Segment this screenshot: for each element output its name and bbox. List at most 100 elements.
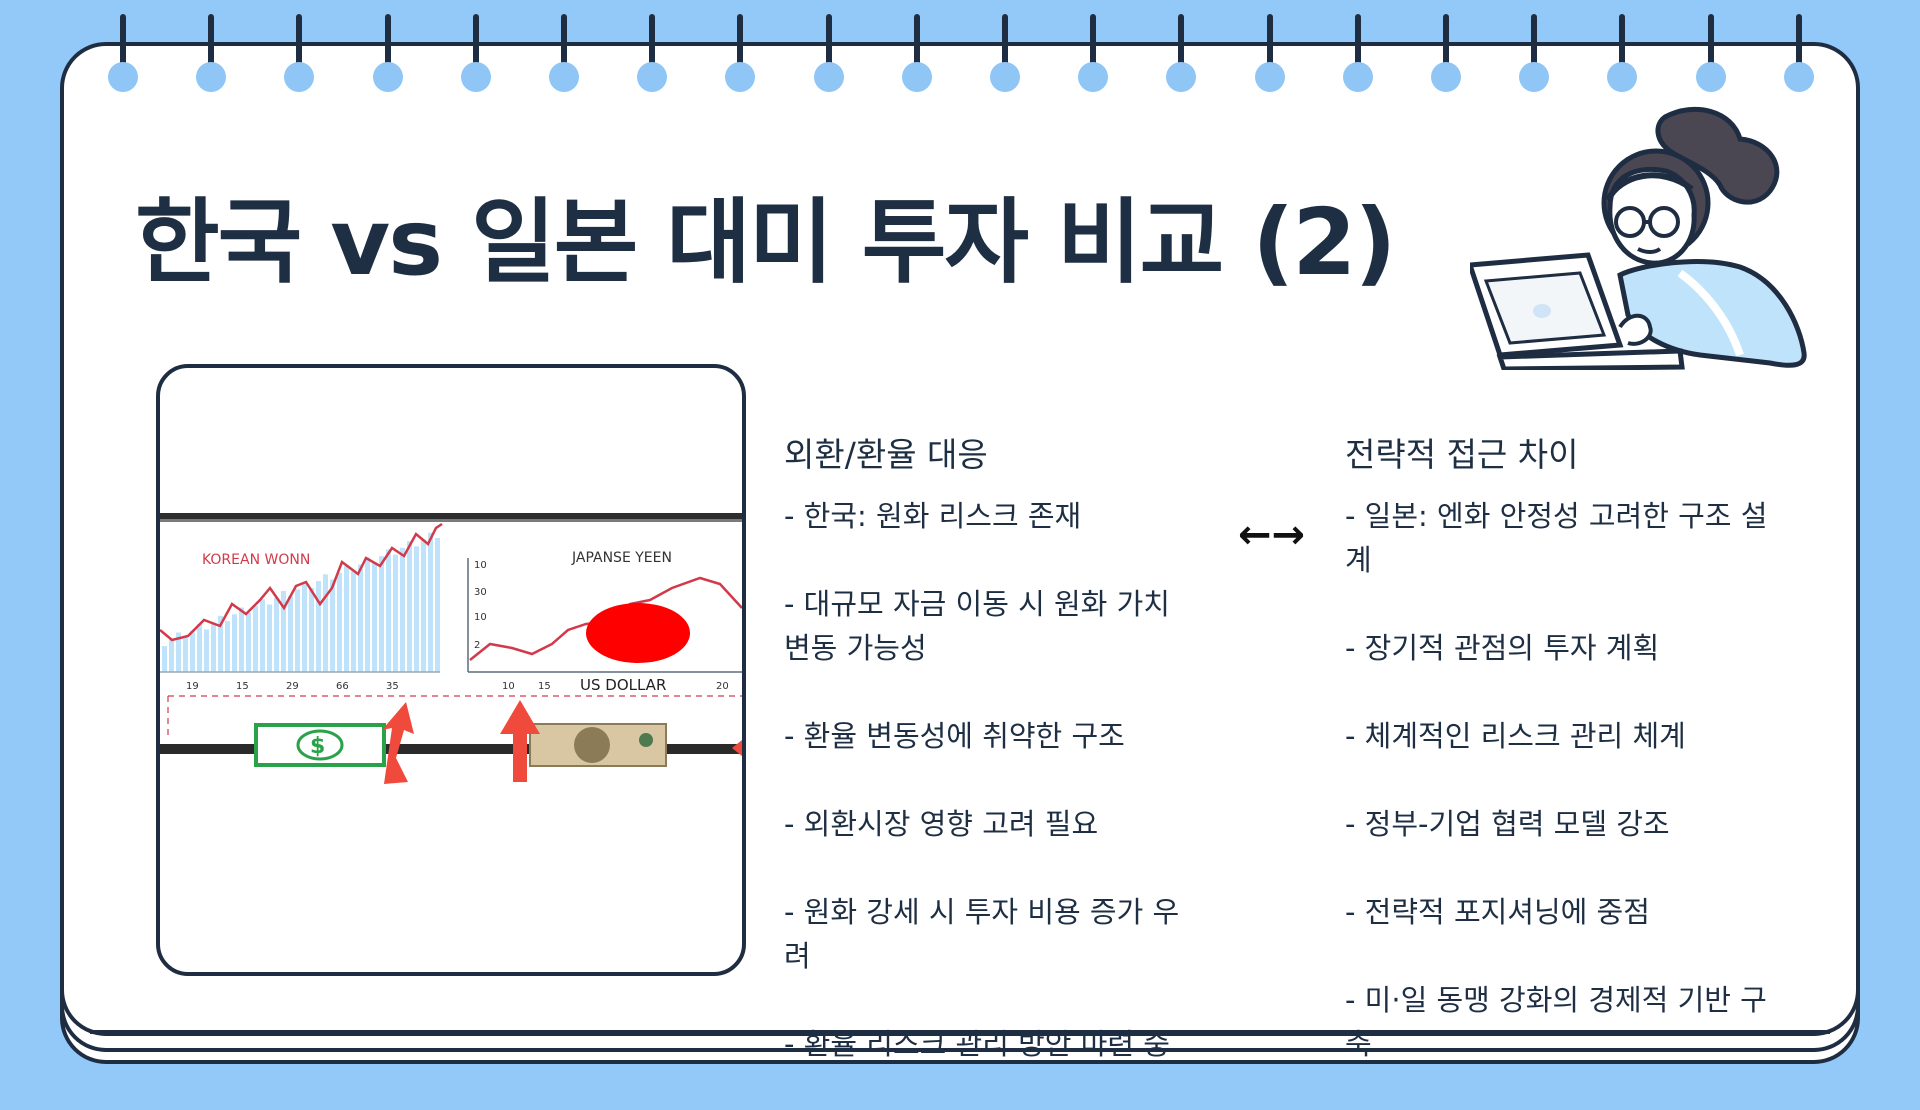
currency-chart-image: KOREAN WONN 19 15 29 66 35 10 30 10 2 JAPANSE Y… bbox=[156, 364, 746, 976]
binding-ring bbox=[106, 14, 140, 94]
y-tick-label: 2 bbox=[474, 640, 480, 651]
binding-ring bbox=[1694, 14, 1728, 94]
us-dollar-label: US DOLLAR bbox=[580, 676, 666, 694]
binding-ring bbox=[1429, 14, 1463, 94]
won-bar bbox=[400, 547, 405, 672]
binding-ring bbox=[988, 14, 1022, 94]
won-bar bbox=[267, 604, 272, 672]
tick-label: 66 bbox=[336, 681, 349, 692]
won-bar bbox=[414, 546, 419, 672]
tick-label: 15 bbox=[236, 681, 249, 692]
slide-title: 한국 vs 일본 대미 투자 비교 (2) bbox=[135, 189, 1396, 296]
binding-ring bbox=[900, 14, 934, 94]
right-bullet-item: - 미·일 동맹 강화의 경제적 기반 구축 bbox=[1345, 983, 1767, 1061]
page-bottom-edge bbox=[90, 1030, 1830, 1034]
won-bar bbox=[169, 639, 174, 672]
won-bar bbox=[309, 587, 314, 672]
won-bar bbox=[372, 562, 377, 672]
tick-label: 19 bbox=[186, 681, 199, 692]
won-bar bbox=[211, 622, 216, 672]
won-bar bbox=[176, 632, 181, 672]
won-bar bbox=[421, 539, 426, 672]
red-sun-circle bbox=[586, 603, 690, 663]
right-bullet-item: - 일본: 엔화 안정성 고려한 구조 설계 bbox=[1345, 499, 1768, 577]
won-bar bbox=[316, 581, 321, 672]
won-bar bbox=[246, 612, 251, 672]
red-up-arrow-left bbox=[382, 702, 414, 784]
binding-ring bbox=[459, 14, 493, 94]
right-bullet-item: - 체계적인 리스크 관리 체계 bbox=[1345, 719, 1686, 753]
left-bullet-item: - 한국: 원화 리스크 존재 bbox=[784, 499, 1082, 533]
left-bullet-item: - 외환시장 영향 고려 필요 bbox=[784, 807, 1099, 841]
y-tick-label: 30 bbox=[474, 587, 487, 598]
left-bullet-item: - 환율 리스크 관리 방안 마련 중 bbox=[784, 1027, 1170, 1061]
binding-ring bbox=[635, 14, 669, 94]
won-bar bbox=[295, 589, 300, 672]
binding-ring bbox=[1605, 14, 1639, 94]
tick-label: 10 bbox=[502, 681, 515, 692]
won-bar bbox=[204, 629, 209, 672]
right-bullet-item: - 장기적 관점의 투자 계획 bbox=[1345, 631, 1660, 665]
won-bar bbox=[190, 630, 195, 672]
won-bar bbox=[281, 590, 286, 672]
korean-won-label: KOREAN WONN bbox=[202, 552, 310, 568]
tick-label: 29 bbox=[286, 681, 299, 692]
won-bar bbox=[302, 582, 307, 672]
binding-ring bbox=[371, 14, 405, 94]
binding-ring bbox=[1341, 14, 1375, 94]
binding-ring bbox=[1517, 14, 1551, 94]
won-bar bbox=[232, 614, 237, 672]
dollar-bill-icon: $ bbox=[254, 723, 386, 767]
won-bar bbox=[358, 564, 363, 672]
won-bar bbox=[337, 572, 342, 672]
compare-arrows-icon: ←→ bbox=[1238, 512, 1306, 558]
binding-ring bbox=[547, 14, 581, 94]
won-bar bbox=[344, 566, 349, 672]
left-bullet-item: - 원화 강세 시 투자 비용 증가 우려 bbox=[784, 895, 1180, 973]
binding-ring bbox=[194, 14, 228, 94]
banknote-image bbox=[529, 723, 667, 767]
spiral-binding bbox=[0, 14, 1920, 94]
won-bar bbox=[379, 556, 384, 672]
left-bullet-item: - 대규모 자금 이동 시 원화 가치 변동 가능성 bbox=[784, 587, 1170, 665]
won-bar bbox=[197, 624, 202, 672]
won-bar bbox=[393, 554, 398, 672]
girl-with-laptop-illustration bbox=[1470, 106, 1807, 370]
right-bullet-item: - 정부-기업 협력 모델 강조 bbox=[1345, 807, 1670, 841]
binding-ring bbox=[1782, 14, 1816, 94]
tick-label: 20 bbox=[716, 681, 729, 692]
binding-ring bbox=[1253, 14, 1287, 94]
won-bar bbox=[288, 596, 293, 672]
y-tick-label: 10 bbox=[474, 612, 487, 623]
won-bar bbox=[330, 579, 335, 672]
tick-label: 15 bbox=[538, 681, 551, 692]
left-column-heading: 외환/환율 대응 bbox=[784, 435, 988, 474]
japanese-yen-label: JAPANSE YEEN bbox=[571, 550, 672, 566]
y-tick-label: 10 bbox=[474, 560, 487, 571]
won-bar bbox=[407, 541, 412, 672]
binding-ring bbox=[1076, 14, 1110, 94]
won-bar bbox=[351, 571, 356, 672]
red-up-arrow-right bbox=[500, 700, 540, 782]
won-bar bbox=[260, 599, 265, 672]
binding-ring bbox=[723, 14, 757, 94]
svg-text:$: $ bbox=[310, 734, 325, 759]
won-bar bbox=[323, 574, 328, 672]
right-bullet-list: - 일본: 엔화 안정성 고려한 구조 설계 - 장기적 관점의 투자 계획 - 체… bbox=[1345, 494, 1775, 1110]
won-bar bbox=[253, 606, 258, 672]
won-bar bbox=[225, 621, 230, 672]
binding-ring bbox=[1164, 14, 1198, 94]
left-bullet-item: - 환율 변동성에 취약한 구조 bbox=[784, 719, 1125, 753]
binding-ring bbox=[812, 14, 846, 94]
won-bar bbox=[435, 538, 440, 672]
won-bar bbox=[162, 646, 167, 672]
won-bar bbox=[428, 532, 433, 672]
won-bar bbox=[183, 637, 188, 672]
left-bullet-list: - 한국: 원화 리스크 존재 - 대규모 자금 이동 시 원화 가치 변동 가능… bbox=[784, 494, 1204, 1110]
binding-ring bbox=[282, 14, 316, 94]
won-bar bbox=[218, 615, 223, 672]
tick-label: 35 bbox=[386, 681, 399, 692]
right-column-heading: 전략적 접근 차이 bbox=[1345, 435, 1579, 474]
won-bar bbox=[274, 597, 279, 672]
right-bullet-item: - 전략적 포지셔닝에 중점 bbox=[1345, 895, 1650, 929]
